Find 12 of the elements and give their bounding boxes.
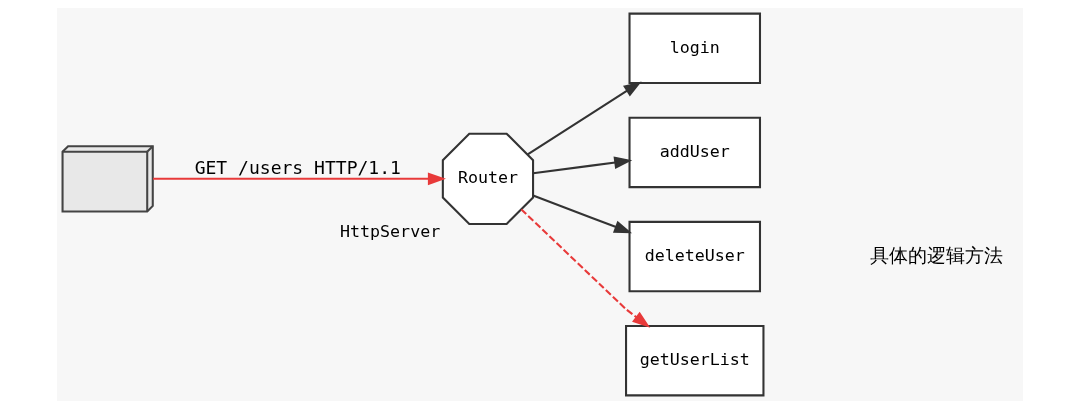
arrow bbox=[532, 194, 633, 234]
arrow bbox=[153, 172, 446, 186]
node-box: getUserList bbox=[625, 324, 765, 397]
arrow bbox=[520, 208, 651, 328]
edge-label: GET /users HTTP/1.1 bbox=[194, 156, 401, 178]
node-label: HttpServer bbox=[340, 222, 441, 242]
arrow bbox=[533, 156, 633, 175]
node-box: login bbox=[628, 12, 762, 85]
node-box: deleteUser bbox=[628, 220, 762, 293]
arrow bbox=[527, 81, 642, 156]
label: 具体的逻辑方法 bbox=[870, 243, 1004, 267]
node-box: addUser bbox=[628, 116, 762, 189]
